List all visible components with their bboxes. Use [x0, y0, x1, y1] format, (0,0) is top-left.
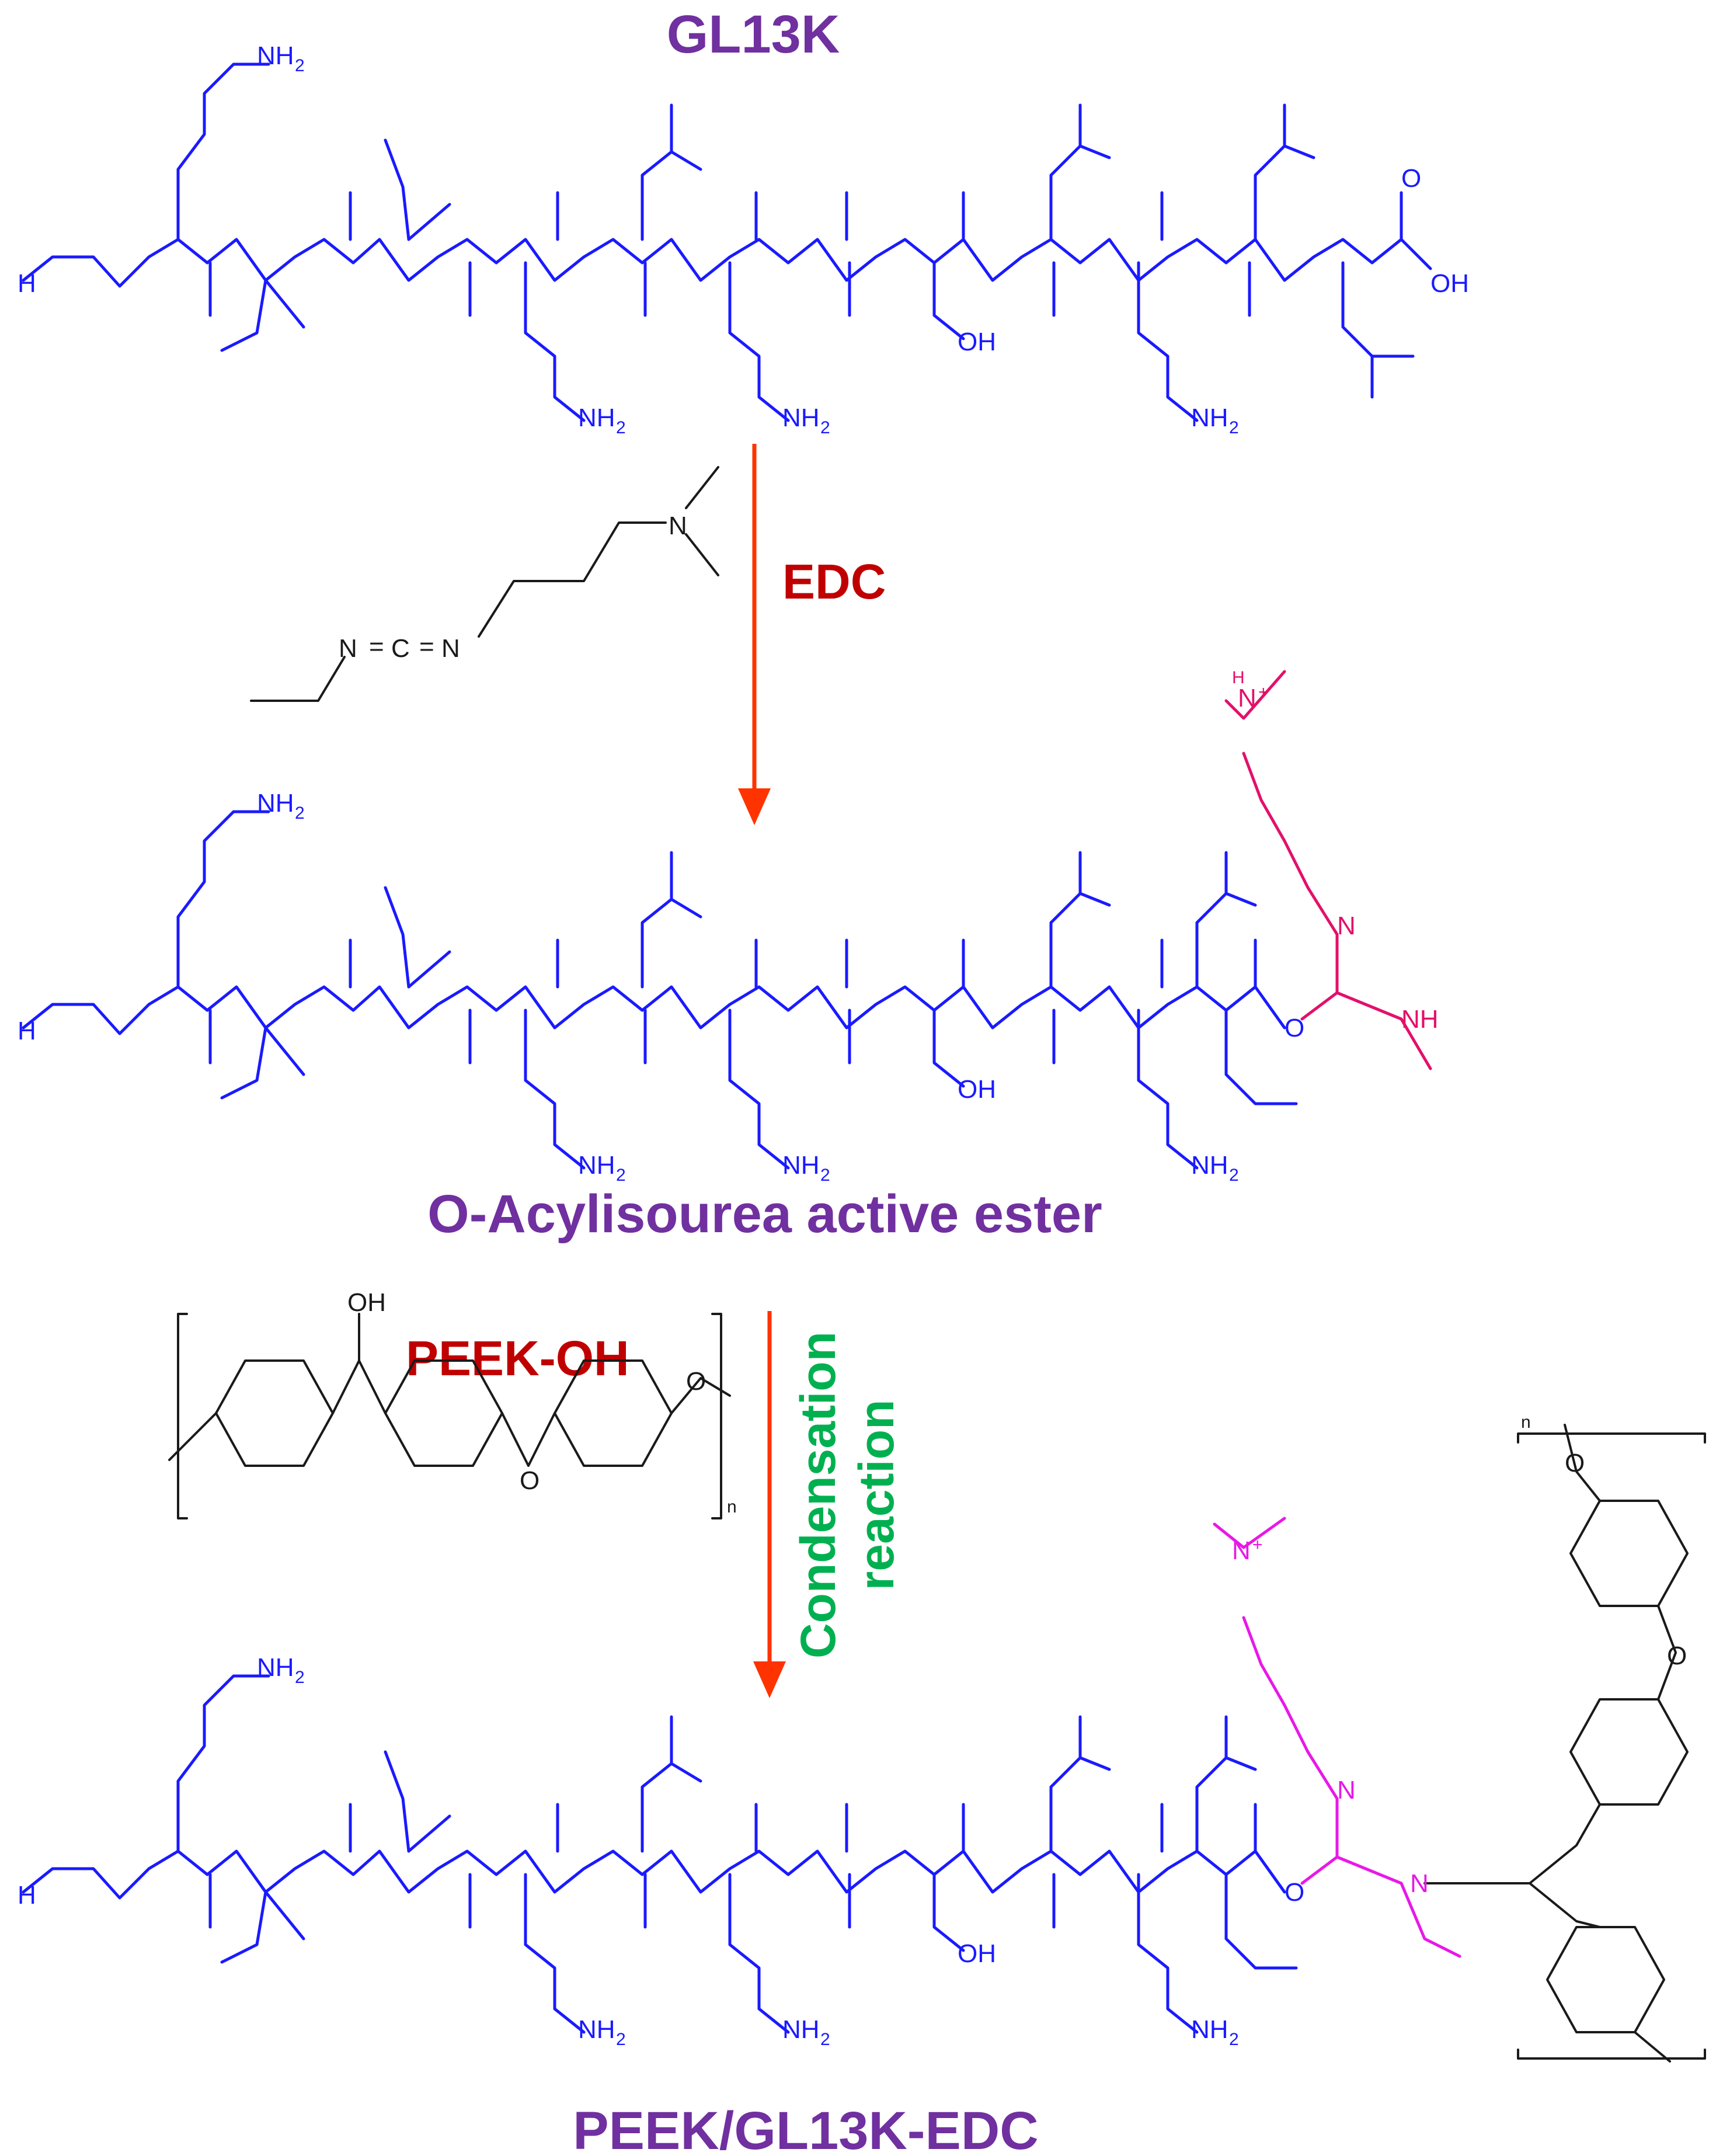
ester-h-plus: H	[1232, 668, 1245, 687]
ester-sub-4: 2	[1229, 1166, 1239, 1185]
product-n-plus: N	[1232, 1536, 1251, 1565]
ester-nh2-3: NH	[782, 1151, 820, 1180]
product-sub-1: 2	[295, 1668, 305, 1687]
ester-nh2-2: NH	[578, 1151, 615, 1180]
peek-attached-structure: O O n	[1517, 1413, 1706, 2063]
peek-o-ether: O	[520, 1466, 539, 1495]
edc-eq-1: =	[369, 632, 384, 661]
gl13k-oh-ser: OH	[958, 328, 996, 356]
condition-line-2: reaction	[849, 1400, 904, 1591]
product-nh2-4: NH	[1191, 2015, 1228, 2044]
edc-atom-n1: N	[339, 634, 357, 663]
ester-oh-ser: OH	[958, 1075, 996, 1104]
product-n-isourea: N	[1337, 1776, 1356, 1804]
condition-label: Condensation reaction	[791, 1331, 904, 1658]
edc-label: EDC	[782, 554, 886, 609]
product-plus: +	[1252, 1535, 1263, 1555]
product-h: H	[18, 1881, 36, 1910]
gl13k-nh2-1: NH	[257, 41, 294, 70]
product-n-link: N	[1410, 1869, 1429, 1898]
product-sub-2: 2	[616, 2030, 626, 2049]
title-active-ester: O-Acylisourea active ester	[427, 1184, 1102, 1244]
title-product: PEEK/GL13K-EDC	[573, 2101, 1039, 2156]
ester-plus: +	[1258, 683, 1269, 702]
product-sub-3: 2	[820, 2030, 830, 2049]
ester-n-plus: N	[1238, 684, 1256, 712]
gl13k-structure: H NH 2 NH 2 NH 2 NH 2 OH O OH	[18, 41, 1469, 437]
peek-o-end: O	[686, 1367, 706, 1396]
ester-h: H	[18, 1017, 36, 1045]
gl13k-sub-4: 2	[1229, 418, 1239, 437]
gl13k-sub-2: 2	[616, 418, 626, 437]
peek-n: n	[727, 1497, 737, 1517]
edc-atom-c: C	[391, 634, 410, 663]
active-ester-structure: H NH 2 NH 2 NH 2 NH 2 OH O N NH N + H	[18, 668, 1439, 1185]
ester-sub-1: 2	[295, 804, 305, 823]
ester-nh2-4: NH	[1191, 1151, 1228, 1180]
peek2-n: n	[1521, 1413, 1531, 1432]
ester-nh2-1: NH	[257, 789, 294, 818]
product-sub-4: 2	[1229, 2030, 1239, 2049]
edc-structure: N = C = N N	[250, 466, 719, 702]
gl13k-h: H	[18, 269, 36, 298]
edc-atom-n2: N	[441, 634, 460, 663]
peek2-o-2: O	[1667, 1642, 1687, 1670]
peek2-o-1: O	[1565, 1449, 1585, 1477]
product-nh2-3: NH	[782, 2015, 820, 2044]
product-structure: H NH 2 NH 2 NH 2 NH 2 OH O N N N +	[18, 1517, 1531, 2049]
condition-line-1: Condensation	[791, 1331, 845, 1658]
edc-eq-2: =	[419, 632, 434, 661]
product-nh2-2: NH	[578, 2015, 615, 2044]
gl13k-oh-acid: OH	[1430, 269, 1469, 298]
product-o-link: O	[1285, 1878, 1304, 1907]
edc-atom-n3: N	[669, 512, 687, 540]
gl13k-sub-1: 2	[295, 56, 305, 75]
product-nh2-1: NH	[257, 1653, 294, 1682]
gl13k-nh2-4: NH	[1191, 404, 1228, 432]
peek-oh-atom: OH	[347, 1288, 386, 1317]
gl13k-nh2-3: NH	[782, 404, 820, 432]
peek-oh-structure: OH O O n	[168, 1288, 737, 1519]
ester-o-link: O	[1285, 1014, 1304, 1042]
ester-sub-2: 2	[616, 1166, 626, 1185]
gl13k-nh2-2: NH	[578, 404, 615, 432]
title-gl13k: GL13K	[667, 5, 840, 64]
ester-n-isourea: N	[1337, 912, 1356, 940]
gl13k-sub-3: 2	[820, 418, 830, 437]
ester-sub-3: 2	[820, 1166, 830, 1185]
gl13k-o-acid: O	[1401, 164, 1421, 193]
peek-oh-label: PEEK-OH	[406, 1331, 629, 1386]
product-oh-ser: OH	[958, 1939, 996, 1968]
ester-nh-isourea: NH	[1401, 1005, 1439, 1034]
